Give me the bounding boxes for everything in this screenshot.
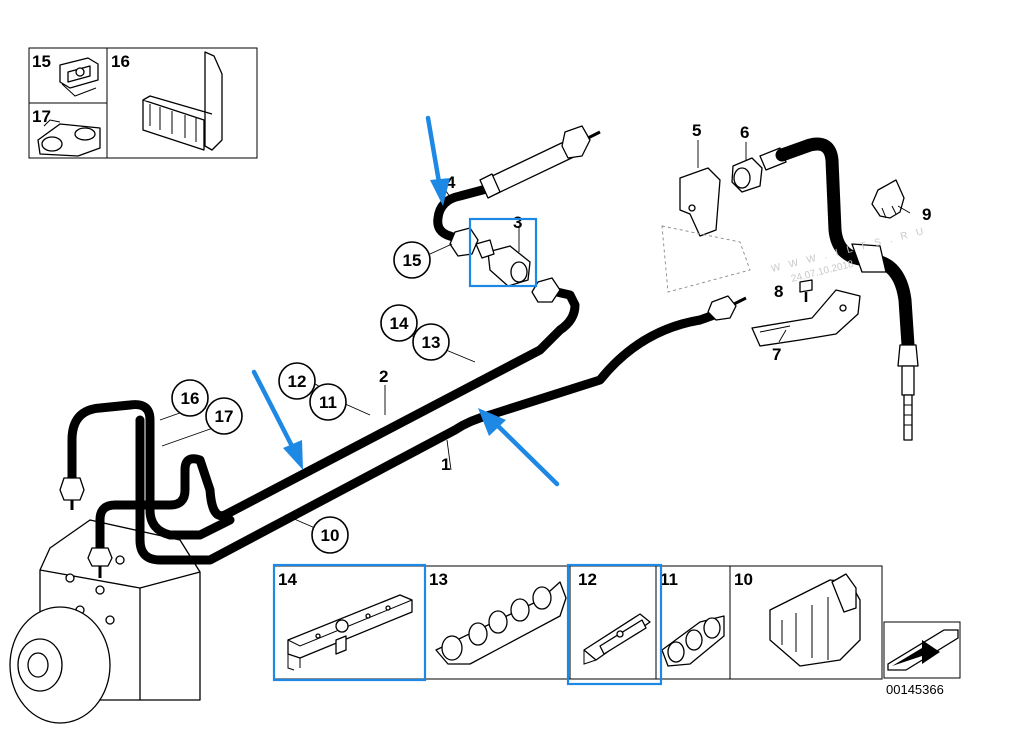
part-label-3: 3 <box>513 213 522 232</box>
part-label-8: 8 <box>774 282 783 301</box>
inset-label-10: 10 <box>734 570 753 589</box>
diagram-code: 00145366 <box>886 682 944 697</box>
svg-text:16: 16 <box>181 389 200 408</box>
highlights <box>272 217 663 686</box>
part-label-9: 9 <box>922 205 931 224</box>
inset-label-17: 17 <box>32 107 51 126</box>
highlight-box-part-14 <box>272 563 427 682</box>
callout-10: 10 <box>311 516 349 554</box>
part-label-4: 4 <box>446 173 456 192</box>
holder-10-drawing <box>769 573 861 667</box>
callout-14: 14 <box>380 304 418 342</box>
bracket-14-drawing <box>287 594 413 671</box>
holder-16-drawing <box>142 51 223 151</box>
clip-17-drawing <box>37 119 101 157</box>
part-label-6: 6 <box>740 123 749 142</box>
part-label-7: 7 <box>772 345 781 364</box>
svg-text:10: 10 <box>321 526 340 545</box>
brake-pipes <box>59 125 747 578</box>
clip-12-drawing <box>583 613 651 665</box>
inset-label-13: 13 <box>429 570 448 589</box>
inset-label-12: 12 <box>578 570 597 589</box>
inset-label-16: 16 <box>111 52 130 71</box>
svg-text:15: 15 <box>403 251 422 270</box>
bottom-inset: 14 13 12 11 10 <box>273 565 961 697</box>
abs-unit <box>9 519 201 724</box>
highlight-arrow-left <box>251 369 303 470</box>
top-inset: 15 16 17 <box>28 47 258 159</box>
highlight-box-part-3 <box>468 217 538 288</box>
callout-15: 15 <box>393 241 431 279</box>
svg-text:17: 17 <box>215 407 234 426</box>
orientation-arrow-icon <box>887 629 959 671</box>
highlight-arrow-right <box>478 408 560 487</box>
inset-label-11: 11 <box>660 570 678 589</box>
clip-13-drawing <box>435 581 567 665</box>
part-label-2: 2 <box>379 367 388 386</box>
clip-11-drawing <box>661 615 725 667</box>
inset-label-15: 15 <box>32 52 51 71</box>
right-parts <box>661 137 919 441</box>
part-label-1: 1 <box>441 455 450 474</box>
svg-text:12: 12 <box>288 372 307 391</box>
highlight-box-part-12 <box>566 563 663 686</box>
svg-text:14: 14 <box>390 314 409 333</box>
part-label-5: 5 <box>692 121 701 140</box>
callout-16: 16 <box>171 379 209 417</box>
callout-12: 12 <box>278 362 316 400</box>
inset-label-14: 14 <box>278 570 297 589</box>
svg-text:11: 11 <box>319 393 337 412</box>
callout-11: 11 <box>309 383 347 421</box>
highlight-arrow-top <box>425 115 450 206</box>
callout-17: 17 <box>205 397 243 435</box>
callout-13: 13 <box>412 323 450 361</box>
clip-15-drawing <box>59 57 99 97</box>
svg-text:13: 13 <box>422 333 441 352</box>
